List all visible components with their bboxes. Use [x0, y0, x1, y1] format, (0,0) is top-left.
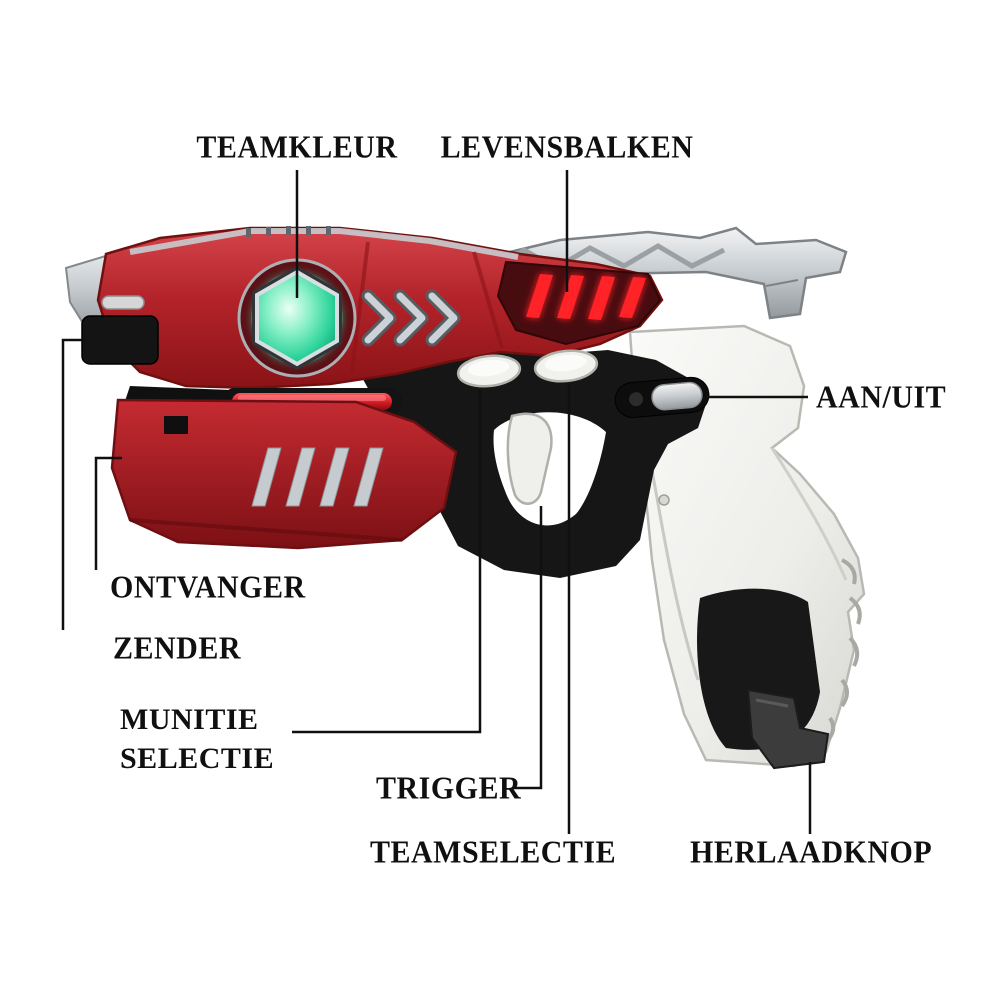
label-munitie-line1: MUNITIE [120, 703, 259, 736]
label-levensbalken: LEVENSBALKEN [440, 130, 694, 165]
callout-zender [61, 338, 86, 630]
ammo-select-button [456, 354, 522, 388]
label-zender: ZENDER [113, 631, 242, 666]
label-teamkleur: TEAMKLEUR [196, 130, 398, 165]
muzzle-emitter [81, 315, 159, 365]
trigger [506, 412, 553, 505]
top-rail [466, 226, 848, 320]
callout-munitie-selectie [292, 390, 482, 734]
team-color-indicator [237, 258, 357, 378]
callout-trigger [512, 506, 543, 790]
chevron-marks [361, 289, 461, 347]
receiver-slashes [251, 447, 384, 507]
lower-receiver [110, 398, 458, 550]
label-teamselectie: TEAMSELECTIE [370, 835, 617, 870]
team-select-button [533, 349, 599, 383]
callout-ontvanger [94, 456, 122, 570]
label-trigger: TRIGGER [376, 771, 522, 806]
label-herlaadknop: HERLAADKNOP [690, 835, 933, 870]
muzzle-pin [101, 295, 145, 310]
label-munitie-line2: SELECTIE [120, 742, 275, 775]
health-bar-leds [526, 274, 646, 320]
health-bar [496, 260, 662, 346]
label-ontvanger: ONTVANGER [110, 570, 306, 605]
screw [658, 494, 670, 506]
label-munitie-selectie: MUNITIE SELECTIE [120, 700, 274, 778]
power-switch [614, 376, 710, 418]
label-aan-uit: AAN/UIT [816, 380, 947, 415]
reload-lever [746, 688, 830, 770]
rail-notches [246, 226, 331, 237]
callout-lines [61, 170, 812, 834]
